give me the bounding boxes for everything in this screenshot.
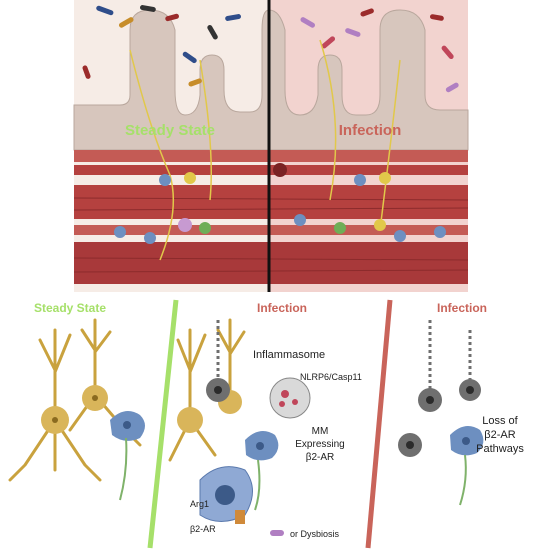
nlrp-label: NLRP6/Casp11 <box>300 372 362 382</box>
healthy-neurons <box>8 318 142 482</box>
bottom-col1-title: Steady State <box>34 301 106 315</box>
mm-label-line3: β2-AR <box>306 452 335 463</box>
loss-label-line3: Pathways <box>476 443 524 455</box>
epithelium-right <box>268 9 469 151</box>
loss-label-line2: β2-AR <box>484 429 515 441</box>
epithelium-left <box>73 9 270 151</box>
bottom-col3-title: Infection <box>437 301 487 315</box>
mm-label-line1: MM <box>312 426 329 437</box>
loss-label-line1: Loss of <box>482 415 518 427</box>
nerve-fiber-right2 <box>379 59 401 231</box>
dying-neuron-col2 <box>206 320 230 402</box>
muscle-layers <box>73 150 469 284</box>
dysbiosis-label: or Dysbiosis <box>290 529 340 539</box>
macrophage-zoom <box>199 466 253 524</box>
enteric-cells <box>114 163 446 244</box>
inflammasome-label: Inflammasome <box>253 349 325 361</box>
macrophage-col2 <box>245 431 279 511</box>
separator-green <box>147 299 179 549</box>
bacteria-infection <box>300 8 459 93</box>
nerve-fiber-left <box>129 49 175 261</box>
macrophage-col3 <box>450 426 484 506</box>
bottom-col2-title: Infection <box>257 301 307 315</box>
infection-neurons <box>168 318 246 462</box>
macrophage-col1 <box>110 411 145 501</box>
grey-neurons <box>398 320 481 457</box>
mm-label-line2: Expressing <box>295 439 344 450</box>
dysbiosis-icon <box>270 530 284 536</box>
arg1-label: Arg1 <box>190 499 209 509</box>
nerve-fiber-mid <box>199 59 212 201</box>
top-left-title: Steady State <box>125 122 215 139</box>
top-panel: Steady State Infection <box>73 0 469 292</box>
separator-red <box>365 299 393 549</box>
bacteria-steady <box>82 5 242 87</box>
nucleus <box>92 395 98 401</box>
nerve-fiber-right <box>319 39 337 201</box>
b2ar-label: β2-AR <box>190 524 216 534</box>
inflammasome-bubble <box>269 377 311 419</box>
bottom-panel: Steady State Infection Infection <box>8 299 524 549</box>
nucleus <box>52 417 58 423</box>
top-right-title: Infection <box>339 122 402 139</box>
